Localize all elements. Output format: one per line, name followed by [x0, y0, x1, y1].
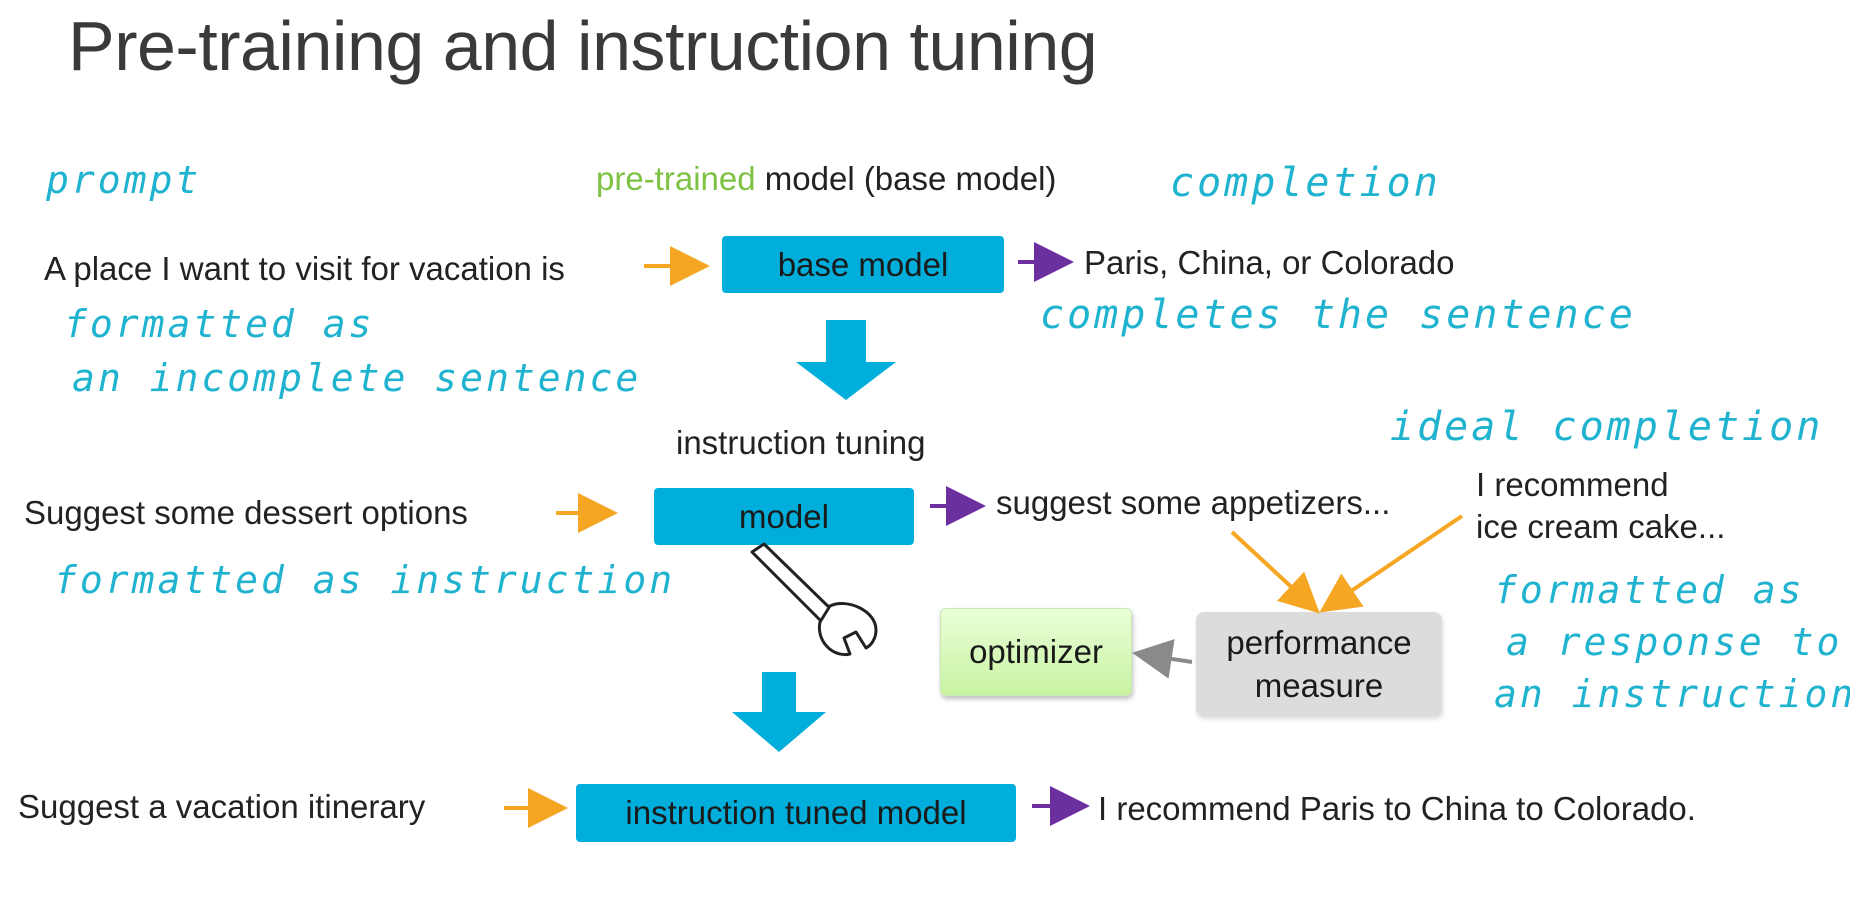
- formatted-instruction-annotation: formatted as instruction: [54, 558, 676, 602]
- formatted-incomplete-annotation-1: formatted as: [64, 302, 375, 346]
- down-arrow-1: [796, 320, 896, 400]
- row3-prompt-text: Suggest a vacation itinerary: [18, 788, 426, 825]
- output-to-measure-arrow: [1230, 530, 1320, 614]
- row3-output-text: I recommend Paris to China to Colorado.: [1098, 790, 1696, 827]
- wrench-icon: [750, 542, 878, 657]
- instruction-tuned-model-box: instruction tuned model: [576, 784, 1016, 842]
- row2-output-text: suggest some appetizers...: [996, 484, 1391, 521]
- ideal-completion-annotation: ideal completion: [1390, 404, 1824, 450]
- prompt-annotation: prompt: [46, 158, 202, 202]
- page-title: Pre-training and instruction tuning: [68, 7, 1098, 85]
- performance-measure-line1: performance: [1226, 624, 1412, 661]
- row2-prompt-text: Suggest some dessert options: [24, 494, 468, 531]
- completes-sentence-annotation: completes the sentence: [1040, 292, 1636, 338]
- row1-prompt-text: A place I want to visit for vacation is: [44, 250, 565, 287]
- performance-measure-box: performance measure: [1196, 612, 1442, 716]
- formatted-response-annotation-2: a response to: [1506, 620, 1843, 664]
- completion-annotation: completion: [1170, 160, 1441, 206]
- pretrained-word: pre-trained: [596, 160, 756, 197]
- instruction-tuning-label: instruction tuning: [676, 424, 926, 461]
- formatted-incomplete-annotation-2: an incomplete sentence: [72, 356, 642, 400]
- formatted-response-annotation-1: formatted as: [1494, 568, 1805, 612]
- measure-to-optimizer-arrow: [1132, 639, 1193, 679]
- pretrained-model-header: pre-trained model (base model): [596, 160, 1056, 198]
- ideal-response-line1: I recommend: [1476, 466, 1669, 503]
- model-box: model: [654, 488, 914, 545]
- ideal-response-line2: ice cream cake...: [1476, 508, 1726, 545]
- model-header-rest: model (base model): [764, 160, 1057, 197]
- formatted-response-annotation-3: an instruction: [1494, 672, 1850, 716]
- base-model-box: base model: [722, 236, 1004, 293]
- performance-measure-line2: measure: [1254, 667, 1384, 704]
- optimizer-box: optimizer: [940, 608, 1132, 696]
- row1-output-text: Paris, China, or Colorado: [1084, 244, 1455, 281]
- ideal-to-measure-arrow: [1319, 514, 1464, 613]
- down-arrow-2: [732, 672, 826, 752]
